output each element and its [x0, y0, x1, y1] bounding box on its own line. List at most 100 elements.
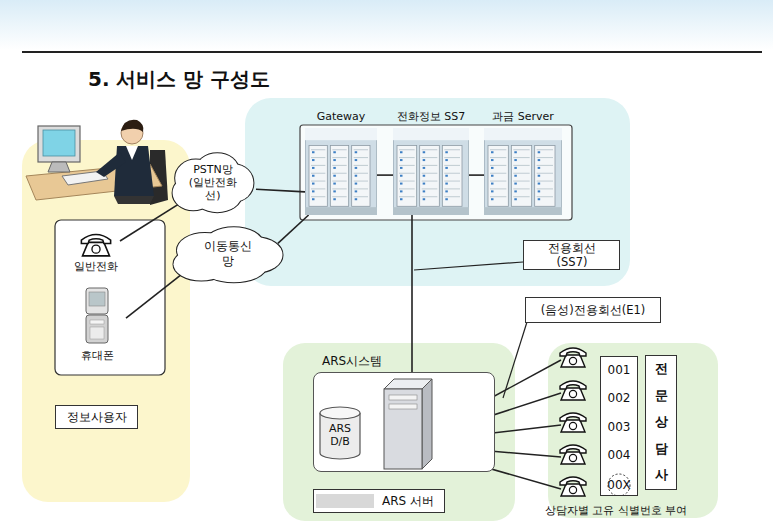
graphic-part — [400, 151, 403, 153]
graphic-part — [312, 159, 315, 161]
ars-system-box: ARS시스템ARS D/B — [313, 372, 495, 472]
graphic-part — [538, 198, 541, 200]
landline-phone: 일반전화 — [72, 228, 120, 280]
graphic-part — [535, 145, 555, 206]
node-graphic — [305, 128, 377, 215]
network-line — [120, 200, 185, 241]
graphic-part — [445, 198, 448, 200]
graphic-part — [491, 167, 494, 169]
graphic-part — [333, 190, 336, 192]
graphic-part — [537, 196, 553, 197]
callout-text: (음성)전용회선(E1) — [526, 302, 660, 318]
graphic-part — [355, 167, 358, 169]
graphic-part — [355, 198, 358, 200]
graphic-part — [538, 183, 541, 185]
graphic-part — [491, 198, 494, 200]
network-region — [245, 98, 630, 286]
graphic-part — [393, 128, 469, 140]
user-label-box: 정보사용자 — [55, 405, 138, 429]
graphic-part — [491, 175, 494, 177]
graphic-part — [355, 175, 358, 177]
graphic-part — [400, 183, 403, 185]
graphic-part — [490, 196, 506, 197]
pstn-cloud: PSTN망 (일반전화 선) — [170, 152, 256, 214]
graphic-part — [330, 145, 348, 206]
graphic-part — [538, 190, 541, 192]
person-legs — [114, 196, 154, 204]
server-tower — [380, 377, 434, 471]
graphic-part — [491, 183, 494, 185]
callout-text: 전용회선 (SS7) — [542, 241, 602, 269]
graphic-part — [399, 181, 415, 182]
monitor-stand — [48, 162, 70, 172]
graphic-part — [423, 175, 426, 177]
cloud-label: 이동통신 망 — [200, 239, 256, 269]
graphic-part — [399, 157, 415, 158]
graphic-part — [423, 151, 426, 153]
id-number: 004 — [601, 447, 637, 463]
note-label: 상담자별 고유 식별번호 부여 — [545, 503, 725, 518]
graphic-part — [491, 159, 494, 161]
graphic-part — [444, 181, 460, 182]
graphic-part — [312, 175, 315, 177]
graphic-part — [422, 188, 438, 189]
id-number-column: 00100200300400X — [600, 356, 638, 496]
graphic-part — [320, 407, 360, 419]
gateway-server: Gateway — [305, 110, 377, 215]
graphic-part — [514, 159, 517, 161]
graphic-part — [309, 145, 327, 206]
phone-symbol — [560, 381, 586, 400]
graphic-part — [399, 196, 415, 197]
graphic-part — [332, 149, 346, 150]
monitor — [38, 126, 80, 162]
graphic-part — [537, 188, 553, 189]
cloud-label: PSTN망 (일반전화 선) — [184, 163, 242, 202]
server-label: 과금 Server — [472, 110, 574, 124]
device-label: 일반전화 — [64, 260, 128, 274]
graphic-part — [81, 235, 110, 244]
graphic-part — [514, 183, 517, 185]
graphic-part — [399, 188, 415, 189]
mobile-network-cloud: 이동통신 망 — [170, 226, 286, 284]
graphic-part — [423, 159, 426, 161]
graphic-part — [312, 190, 315, 192]
mobile-phone: 휴대폰 — [68, 287, 126, 365]
node-graphic — [79, 230, 113, 257]
graphic-part — [332, 188, 346, 189]
graphic-part — [354, 165, 368, 166]
graphic-part — [444, 173, 460, 174]
graphic-part — [333, 175, 336, 177]
id-number: 002 — [601, 390, 637, 406]
billing-server: 과금 Server — [484, 110, 562, 215]
graphic-part — [332, 173, 346, 174]
graphic-part — [312, 167, 315, 169]
graphic-part — [445, 183, 448, 185]
graphic-part — [538, 151, 541, 153]
graphic-part — [90, 320, 104, 324]
graphic-part — [89, 292, 105, 306]
phone-symbol — [560, 348, 586, 367]
graphic-part — [393, 128, 469, 215]
graphic-part — [444, 149, 460, 150]
graphic-part — [444, 196, 460, 197]
box-label: ARS 서버 — [374, 490, 442, 512]
server-label: 전화정보 SS7 — [381, 110, 481, 124]
graphic-part — [400, 190, 403, 192]
graphic-part — [399, 149, 415, 150]
graphic-part — [354, 196, 368, 197]
graphic-part — [311, 188, 325, 189]
graphic-part — [538, 175, 541, 177]
graphic-part — [423, 167, 426, 169]
network-line — [377, 174, 393, 176]
graphic-part — [355, 151, 358, 153]
graphic-part — [514, 190, 517, 192]
graphic-part — [311, 157, 325, 158]
graphic-part — [332, 181, 346, 182]
graphic-part — [311, 149, 325, 150]
graphic-part — [537, 157, 553, 158]
graphic-part — [90, 327, 104, 339]
user-illustration — [26, 120, 168, 205]
phone-symbol — [560, 445, 586, 464]
graphic-part — [311, 196, 325, 197]
graphic-part — [490, 157, 506, 158]
